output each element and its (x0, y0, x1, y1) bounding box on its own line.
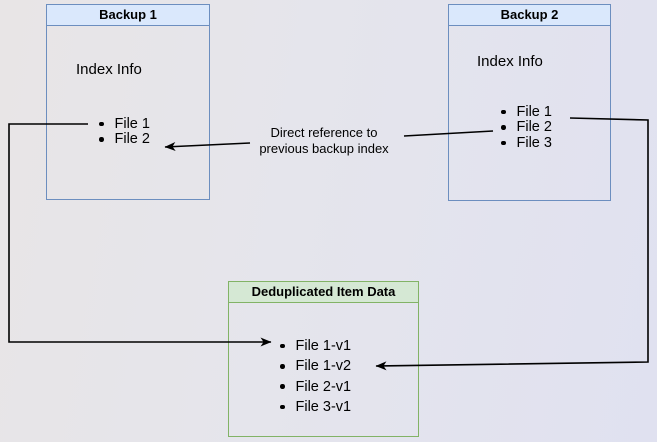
edge-label-line1: Direct reference to (270, 125, 378, 140)
list-item: File 1-v2 (280, 356, 351, 376)
dedup-file-list: File 1-v1 File 1-v2 File 2-v1 File 3-v1 (280, 336, 351, 417)
bullet-icon (501, 125, 506, 130)
bullet-icon (280, 364, 285, 369)
backup2-box: Backup 2 Index Info File 1 File 2 File 3 (448, 4, 611, 201)
backup2-title: Backup 2 (500, 7, 559, 22)
list-item: File 1 (99, 116, 150, 132)
file-entry: File 2-v1 (295, 378, 352, 395)
file-entry: File 1 (114, 115, 150, 132)
file-entry: File 3-v1 (295, 399, 352, 416)
backup2-file-list: File 1 File 2 File 3 (501, 104, 552, 151)
backup1-box: Backup 1 Index Info File 1 File 2 (46, 4, 210, 200)
list-item: File 3 (501, 135, 552, 151)
backup2-header: Backup 2 (449, 5, 610, 26)
file-entry: File 3 (516, 134, 552, 151)
dedup-header: Deduplicated Item Data (229, 282, 418, 303)
list-item: File 1-v1 (280, 336, 351, 356)
bullet-icon (99, 137, 104, 142)
list-item: File 2-v1 (280, 377, 351, 397)
bullet-icon (280, 404, 285, 410)
file-entry: File 1 (516, 103, 552, 120)
list-item: File 3-v1 (280, 397, 351, 417)
bullet-icon (501, 140, 506, 145)
dedup-box: Deduplicated Item Data File 1-v1 File 1-… (228, 281, 419, 437)
backup1-index-info-label: Index Info (76, 61, 142, 78)
file-entry: File 1-v1 (295, 338, 352, 355)
bullet-icon (280, 343, 285, 349)
backup1-file-list: File 1 File 2 (99, 116, 150, 147)
list-item: File 2 (99, 131, 150, 148)
backup1-header: Backup 1 (47, 5, 209, 26)
bullet-icon (99, 121, 104, 126)
edge-label: Direct reference to previous backup inde… (243, 125, 405, 157)
bullet-icon (280, 384, 285, 389)
list-item: File 1 (501, 104, 552, 120)
dedup-title: Deduplicated Item Data (251, 284, 396, 299)
file-entry: File 2 (114, 131, 150, 148)
file-entry: File 2 (516, 119, 552, 136)
list-item: File 2 (501, 119, 552, 136)
backup2-index-info-label: Index Info (477, 53, 543, 70)
edge-label-line2: previous backup index (259, 141, 389, 156)
bullet-icon (501, 109, 506, 114)
backup1-title: Backup 1 (99, 7, 157, 22)
file-entry: File 1-v2 (295, 358, 352, 375)
